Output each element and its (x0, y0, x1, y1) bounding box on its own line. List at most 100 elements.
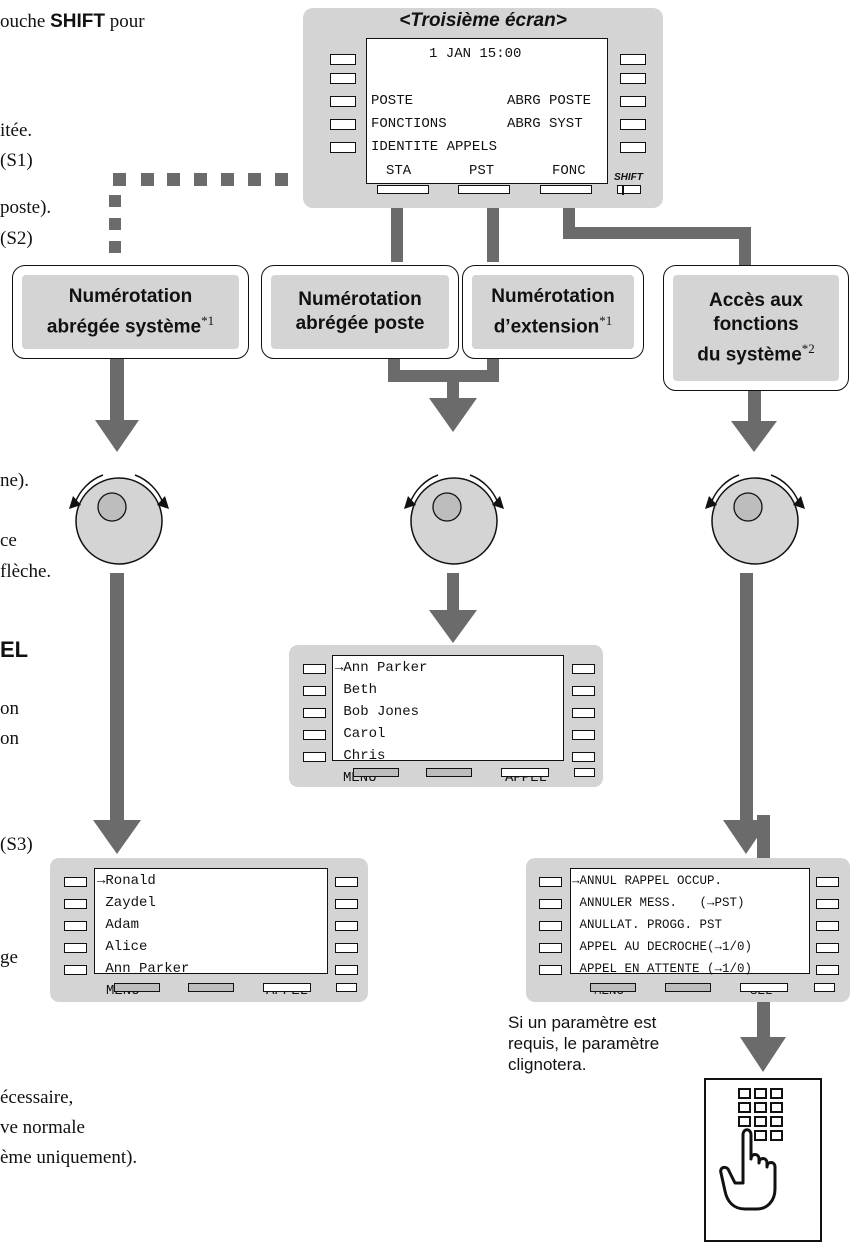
side-key[interactable] (330, 119, 356, 130)
shift-key[interactable] (574, 768, 595, 777)
directory-item[interactable]: Alice (97, 939, 148, 955)
side-key[interactable] (64, 921, 87, 931)
side-key[interactable] (620, 73, 646, 84)
side-key[interactable] (620, 119, 646, 130)
side-key[interactable] (330, 73, 356, 84)
side-key[interactable] (572, 752, 595, 762)
side-key[interactable] (335, 943, 358, 953)
side-key[interactable] (303, 730, 326, 740)
shift-key[interactable] (617, 185, 641, 194)
directory-item[interactable]: Zaydel (97, 895, 156, 911)
directory-item[interactable]: Chris (335, 748, 386, 764)
jog-dial-icon[interactable] (398, 463, 510, 575)
side-key[interactable] (335, 965, 358, 975)
side-key[interactable] (572, 730, 595, 740)
shift-key-caption: SHIFT (614, 172, 643, 183)
feature-item[interactable]: APPEL AU DECROCHE(→1/0) (572, 940, 753, 954)
directory-item[interactable]: Ann Parker (97, 961, 190, 977)
side-key[interactable] (816, 921, 839, 931)
softkey-label-pst: PST (469, 163, 495, 179)
side-key[interactable] (335, 899, 358, 909)
side-key[interactable] (303, 664, 326, 674)
system-speed-dial-display (94, 868, 328, 974)
softkey-1[interactable] (590, 983, 636, 992)
directory-item-selected[interactable]: →Ronald (97, 873, 156, 889)
left-flow-arrows (93, 358, 141, 854)
third-screen-display (366, 38, 608, 184)
bubble-system-speed-dial[interactable]: Numérotation abrégée système*1 (12, 265, 249, 359)
middle-flow-arrows (429, 573, 477, 643)
softkey-appel[interactable] (263, 983, 311, 992)
shift-key[interactable] (336, 983, 357, 992)
directory-item[interactable]: Bob Jones (335, 704, 420, 720)
menu-abrg-poste[interactable]: ABRG POSTE (507, 93, 592, 109)
side-key[interactable] (620, 96, 646, 107)
side-key[interactable] (620, 142, 646, 153)
side-key[interactable] (303, 752, 326, 762)
side-key[interactable] (539, 921, 562, 931)
side-key[interactable] (64, 877, 87, 887)
softkey-2[interactable] (665, 983, 711, 992)
feature-item[interactable]: ANNULER MESS. (→PST) (572, 896, 745, 910)
side-key[interactable] (64, 899, 87, 909)
side-key[interactable] (816, 877, 839, 887)
directory-item[interactable]: Beth (335, 682, 378, 698)
softkey-2[interactable] (426, 768, 472, 777)
text-line: (S1) (0, 150, 33, 171)
side-key[interactable] (303, 686, 326, 696)
jog-dial-icon[interactable] (63, 463, 175, 575)
softkey-sel[interactable] (740, 983, 788, 992)
softkey-2[interactable] (188, 983, 234, 992)
softkey-appel[interactable] (501, 768, 549, 777)
shift-key[interactable] (814, 983, 835, 992)
jog-dial-icon[interactable] (699, 463, 811, 575)
side-key[interactable] (572, 708, 595, 718)
side-key[interactable] (816, 899, 839, 909)
menu-fonctions[interactable]: FONCTIONS (371, 116, 447, 132)
side-key[interactable] (572, 664, 595, 674)
side-key[interactable] (330, 54, 356, 65)
side-key[interactable] (64, 943, 87, 953)
side-key[interactable] (816, 943, 839, 953)
text-line: itée. (0, 120, 33, 141)
text-line: flèche. (0, 561, 52, 582)
text-line: ge (0, 947, 18, 968)
directory-item[interactable]: Adam (97, 917, 140, 933)
softkey-label-sta: STA (386, 163, 412, 179)
feature-item-selected[interactable]: →ANNUL RAPPEL OCCUP. (572, 874, 723, 888)
side-key[interactable] (572, 686, 595, 696)
side-key[interactable] (335, 877, 358, 887)
keypad-press-icon (704, 1078, 822, 1242)
side-key[interactable] (539, 965, 562, 975)
menu-identite-appels[interactable]: IDENTITE APPELS (371, 139, 498, 155)
side-key[interactable] (303, 708, 326, 718)
side-key[interactable] (620, 54, 646, 65)
side-key[interactable] (330, 142, 356, 153)
bubble-station-speed-dial[interactable]: Numérotation abrégée poste (261, 265, 459, 359)
softkey-1[interactable] (114, 983, 160, 992)
merge-connector (388, 355, 499, 432)
side-key[interactable] (539, 877, 562, 887)
bubble-system-features[interactable]: Accès aux fonctions du système*2 (663, 265, 849, 391)
bubble-extension-dial[interactable]: Numérotation d’extension*1 (462, 265, 644, 359)
softkey-pst[interactable] (458, 185, 510, 194)
softkey-1[interactable] (353, 768, 399, 777)
text-line: ne). (0, 470, 30, 491)
shift-instruction: ouche SHIFT pour (0, 11, 145, 32)
menu-abrg-syst[interactable]: ABRG SYST (507, 116, 583, 132)
softkey-fonc[interactable] (540, 185, 592, 194)
feature-item[interactable]: ANULLAT. PROGG. PST (572, 918, 723, 932)
side-key[interactable] (335, 921, 358, 931)
side-key[interactable] (64, 965, 87, 975)
side-key[interactable] (330, 96, 356, 107)
directory-item-selected[interactable]: →Ann Parker (335, 660, 428, 676)
side-key[interactable] (539, 943, 562, 953)
softkey-sta[interactable] (377, 185, 429, 194)
side-key[interactable] (816, 965, 839, 975)
text-line: (S2) (0, 228, 33, 249)
third-screen-title: <Troisième écran> (399, 10, 567, 31)
feature-item[interactable]: APPEL EN ATTENTE (→1/0) (572, 962, 753, 976)
directory-item[interactable]: Carol (335, 726, 386, 742)
menu-poste[interactable]: POSTE (371, 93, 414, 109)
side-key[interactable] (539, 899, 562, 909)
